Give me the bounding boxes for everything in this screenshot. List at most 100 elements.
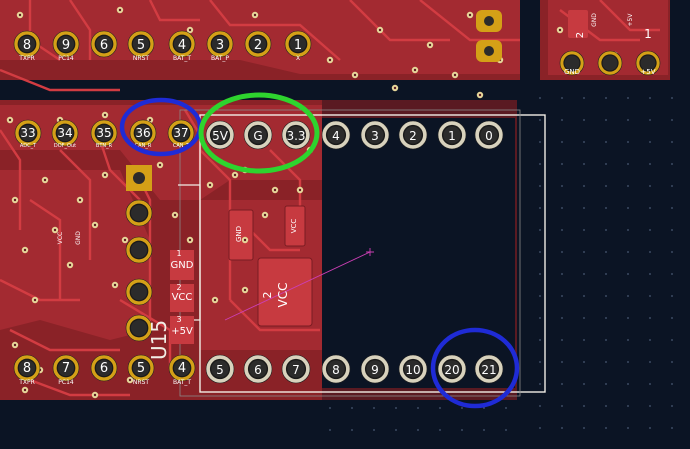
bottom-row-pad-4-hole bbox=[173, 359, 191, 377]
power-pad-label-5v: +5V bbox=[171, 326, 193, 337]
grid-dot bbox=[561, 251, 563, 253]
power-pad-pin-2: 2 bbox=[176, 283, 181, 292]
top-header-pin-number: 9 bbox=[62, 38, 70, 53]
via-hole-23 bbox=[173, 213, 177, 217]
trace-2 bbox=[148, 0, 200, 22]
grid-dot bbox=[649, 207, 651, 209]
module-top-pin-label: 5V bbox=[212, 129, 229, 143]
via-hole-42 bbox=[413, 68, 417, 72]
grid-dot bbox=[561, 383, 563, 385]
module-top-pad-0-hole bbox=[480, 126, 498, 144]
grid-dot bbox=[671, 427, 673, 429]
grid-dot bbox=[671, 229, 673, 231]
grid-dot bbox=[417, 429, 419, 431]
module-top-pin-label: 0 bbox=[485, 129, 493, 143]
grid-dot bbox=[505, 429, 507, 431]
trace-7 bbox=[59, 149, 92, 260]
grid-dot bbox=[583, 361, 585, 363]
right-header-pin-1: 1 bbox=[644, 27, 652, 41]
trace-11 bbox=[9, 328, 120, 352]
grid-dot bbox=[561, 427, 563, 429]
silkscreen-layer bbox=[170, 109, 546, 397]
grid-dot bbox=[395, 429, 397, 431]
bottom-row-net-label: BAT_T bbox=[173, 379, 191, 386]
grid-dot bbox=[605, 273, 607, 275]
grid-dot bbox=[649, 185, 651, 187]
module-bottom-pin-label: 6 bbox=[254, 363, 262, 377]
left-row-pin-number: 37 bbox=[173, 126, 188, 140]
grid-dot bbox=[649, 141, 651, 143]
small-component-vcc bbox=[284, 205, 306, 247]
grid-dot bbox=[671, 141, 673, 143]
left-row-pad-35-hole bbox=[95, 124, 113, 142]
module-top-pin-label: 3.3 bbox=[286, 129, 305, 143]
grid-dot bbox=[539, 273, 541, 275]
grid-dot bbox=[649, 163, 651, 165]
left-row-pin-number: 34 bbox=[57, 126, 72, 140]
grid-dot bbox=[605, 207, 607, 209]
mount-pad-top-b-hole bbox=[484, 46, 494, 56]
module-top-pad-G-hole bbox=[249, 126, 267, 144]
module-bottom-pad-21-hole bbox=[480, 360, 498, 378]
module-bottom-pin-label: 7 bbox=[292, 363, 300, 377]
top-header-pin-number: 2 bbox=[254, 38, 262, 53]
grid-dot bbox=[561, 405, 563, 407]
module-bottom-pin-label: 21 bbox=[481, 363, 496, 377]
grid-dot bbox=[539, 427, 541, 429]
via-hole-10 bbox=[8, 118, 12, 122]
grid-dot bbox=[671, 317, 673, 319]
grid-dot bbox=[627, 97, 629, 99]
via-hole-41 bbox=[353, 73, 357, 77]
left-row-net-label: BTN_R bbox=[96, 143, 113, 149]
grid-dot bbox=[649, 119, 651, 121]
grid-dot bbox=[561, 339, 563, 341]
power-pad-label-vcc: VCC bbox=[172, 292, 193, 303]
grid-dot bbox=[627, 163, 629, 165]
blue-circle-annotation-bottom bbox=[430, 327, 520, 409]
power-pad-vcc-body bbox=[170, 284, 194, 312]
via-hole-18 bbox=[93, 223, 97, 227]
grid-dot bbox=[373, 429, 375, 431]
trace-9 bbox=[29, 199, 62, 300]
via-hole-20 bbox=[113, 283, 117, 287]
module-bottom-pad-8-hole bbox=[327, 360, 345, 378]
grid-dot bbox=[561, 273, 563, 275]
grid-dot bbox=[605, 405, 607, 407]
grid-dot bbox=[671, 383, 673, 385]
module-top-pad-1-hole bbox=[443, 126, 461, 144]
grid-dot bbox=[627, 141, 629, 143]
via-hole-38 bbox=[213, 298, 217, 302]
via-hole-6 bbox=[428, 43, 432, 47]
grid-dot bbox=[649, 361, 651, 363]
grid-dot bbox=[461, 407, 463, 409]
power-pad-5v-body bbox=[170, 316, 194, 344]
misc-label-gnd: GND bbox=[75, 231, 82, 245]
via-hole-49 bbox=[478, 93, 482, 97]
left-row-net-label: CAN_R bbox=[135, 143, 152, 149]
bottom-row-net-label: PC14 bbox=[58, 379, 74, 386]
module-top-pin-label: 2 bbox=[409, 129, 417, 143]
left-row-net-label: DOF_Out bbox=[54, 143, 76, 149]
via-hole-7 bbox=[468, 13, 472, 17]
via-hole-29 bbox=[298, 188, 302, 192]
via-hole-46 bbox=[103, 113, 107, 117]
grid-dot bbox=[605, 339, 607, 341]
module-bottom-pin-label: 9 bbox=[371, 363, 379, 377]
via-hole-37 bbox=[128, 378, 132, 382]
grid-dot bbox=[671, 405, 673, 407]
pads bbox=[13, 10, 661, 384]
via-hole-0 bbox=[18, 13, 22, 17]
grid-dot bbox=[583, 427, 585, 429]
module-top-pad-4-hole bbox=[327, 126, 345, 144]
grid-dot bbox=[395, 407, 397, 409]
bottom-row-pin-number: 7 bbox=[62, 361, 70, 376]
grid-dot bbox=[351, 429, 353, 431]
grid-dot bbox=[649, 405, 651, 407]
power-pad-label-gnd: GND bbox=[171, 260, 194, 271]
right-header-label-5v: +5V bbox=[640, 68, 655, 76]
via-hole-5 bbox=[378, 28, 382, 32]
grid-dot bbox=[561, 361, 563, 363]
